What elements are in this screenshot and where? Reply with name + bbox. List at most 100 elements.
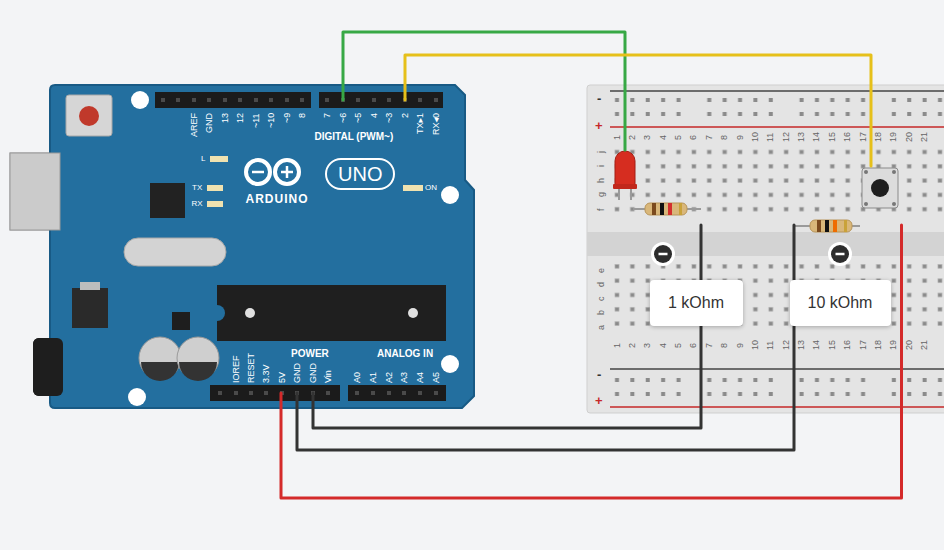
column-number: 1 <box>613 134 622 139</box>
pushbutton-symbol <box>862 168 898 208</box>
chip-notch <box>217 305 225 321</box>
rail-sign: + <box>595 394 603 407</box>
ground-wire <box>313 225 701 428</box>
header-title: POWER <box>291 349 329 359</box>
column-number: 7 <box>705 134 714 139</box>
column-number: 6 <box>689 134 698 139</box>
rail-sign: + <box>595 119 603 132</box>
rail-sign: - <box>597 368 601 381</box>
pin-label: ~5 <box>354 113 363 123</box>
column-number: 16 <box>843 340 852 350</box>
chip-symbol <box>150 183 185 218</box>
mounting-hole <box>128 388 146 406</box>
model-name: UNO <box>338 164 382 184</box>
pin-label: ~11 <box>252 113 261 128</box>
column-number: 21 <box>920 132 929 142</box>
column-number: 20 <box>905 132 914 142</box>
column-number: 1 <box>613 342 622 347</box>
column-number: 19 <box>889 132 898 142</box>
column-number: 15 <box>828 132 837 142</box>
chip-mark <box>408 308 418 318</box>
column-number: 7 <box>705 342 714 347</box>
row-letter: a <box>597 325 606 330</box>
column-number: 13 <box>797 340 806 350</box>
callout-icon <box>651 242 675 266</box>
pin-label: 12 <box>236 113 245 123</box>
wires <box>281 32 902 498</box>
column-number: 9 <box>736 342 745 347</box>
breadboard-channel <box>587 232 944 256</box>
column-number: 4 <box>659 134 668 139</box>
column-number: 14 <box>812 340 821 350</box>
column-number: 3 <box>643 134 652 139</box>
led-label: ON <box>425 184 437 192</box>
brand-logo <box>246 160 299 184</box>
signal-wire <box>405 55 871 166</box>
power-wire <box>281 225 902 498</box>
column-number: 9 <box>736 134 745 139</box>
column-number: 19 <box>889 340 898 350</box>
pin-label: A3 <box>400 372 409 383</box>
led-indicator <box>210 156 228 162</box>
column-number: 17 <box>859 340 868 350</box>
value-text: 1 kOhm <box>668 293 724 312</box>
column-number: 10 <box>751 340 760 350</box>
rail-line <box>610 406 944 408</box>
pin-label: A4 <box>416 372 425 383</box>
pin-label: 7 <box>323 113 332 118</box>
pin-label: RESET <box>247 353 256 383</box>
led-indicator <box>403 185 423 191</box>
rail-holes <box>609 93 944 121</box>
model-badge <box>326 159 394 189</box>
pin-label: GND <box>205 113 214 133</box>
column-number: 12 <box>782 340 791 350</box>
row-letter: d <box>597 282 606 287</box>
pin-label: GND <box>293 363 302 383</box>
pin-header <box>155 92 446 401</box>
reset-button <box>66 95 112 136</box>
value-callout: 1 kOhm <box>650 280 743 326</box>
column-number: 6 <box>689 342 698 347</box>
pin-label: ~10 <box>267 113 276 128</box>
breadboard-body <box>587 85 944 413</box>
column-number: 2 <box>628 342 637 347</box>
rail-line <box>610 126 944 128</box>
row-letter: c <box>597 297 606 302</box>
led-indicator <box>207 201 223 207</box>
value-text: 10 kOhm <box>808 293 873 312</box>
row-letter: f <box>597 208 606 211</box>
ground-wire <box>297 225 794 450</box>
callout-icon <box>828 242 852 266</box>
column-number: 5 <box>674 342 683 347</box>
crystal-symbol <box>124 238 226 266</box>
column-number: 3 <box>643 342 652 347</box>
pin-label: AREF <box>190 113 199 137</box>
capacitor-symbol <box>179 362 217 381</box>
value-callout: 10 kOhm <box>790 280 891 326</box>
power-jack <box>33 338 63 396</box>
rail-holes <box>609 373 944 401</box>
mounting-hole <box>441 186 459 204</box>
column-number: 15 <box>828 340 837 350</box>
pin-label: ~6 <box>339 113 348 123</box>
pin-label: ~9 <box>283 113 292 123</box>
arduino-board <box>10 85 474 408</box>
column-number: 17 <box>859 132 868 142</box>
pin-label: GND <box>309 363 318 383</box>
terminal-holes <box>609 263 944 335</box>
column-number: 21 <box>920 340 929 350</box>
header-pin <box>161 98 438 395</box>
row-letter: h <box>597 178 606 183</box>
resistor-symbol <box>633 203 701 215</box>
pin-label: 5V <box>278 372 287 383</box>
rail-sign: - <box>597 92 601 105</box>
led-indicator <box>207 185 223 191</box>
breadboard <box>587 85 944 413</box>
column-number: 8 <box>720 134 729 139</box>
regulator-symbol <box>80 282 100 290</box>
chip-mark <box>245 308 255 318</box>
pin-label: TX▸1 <box>416 113 425 134</box>
